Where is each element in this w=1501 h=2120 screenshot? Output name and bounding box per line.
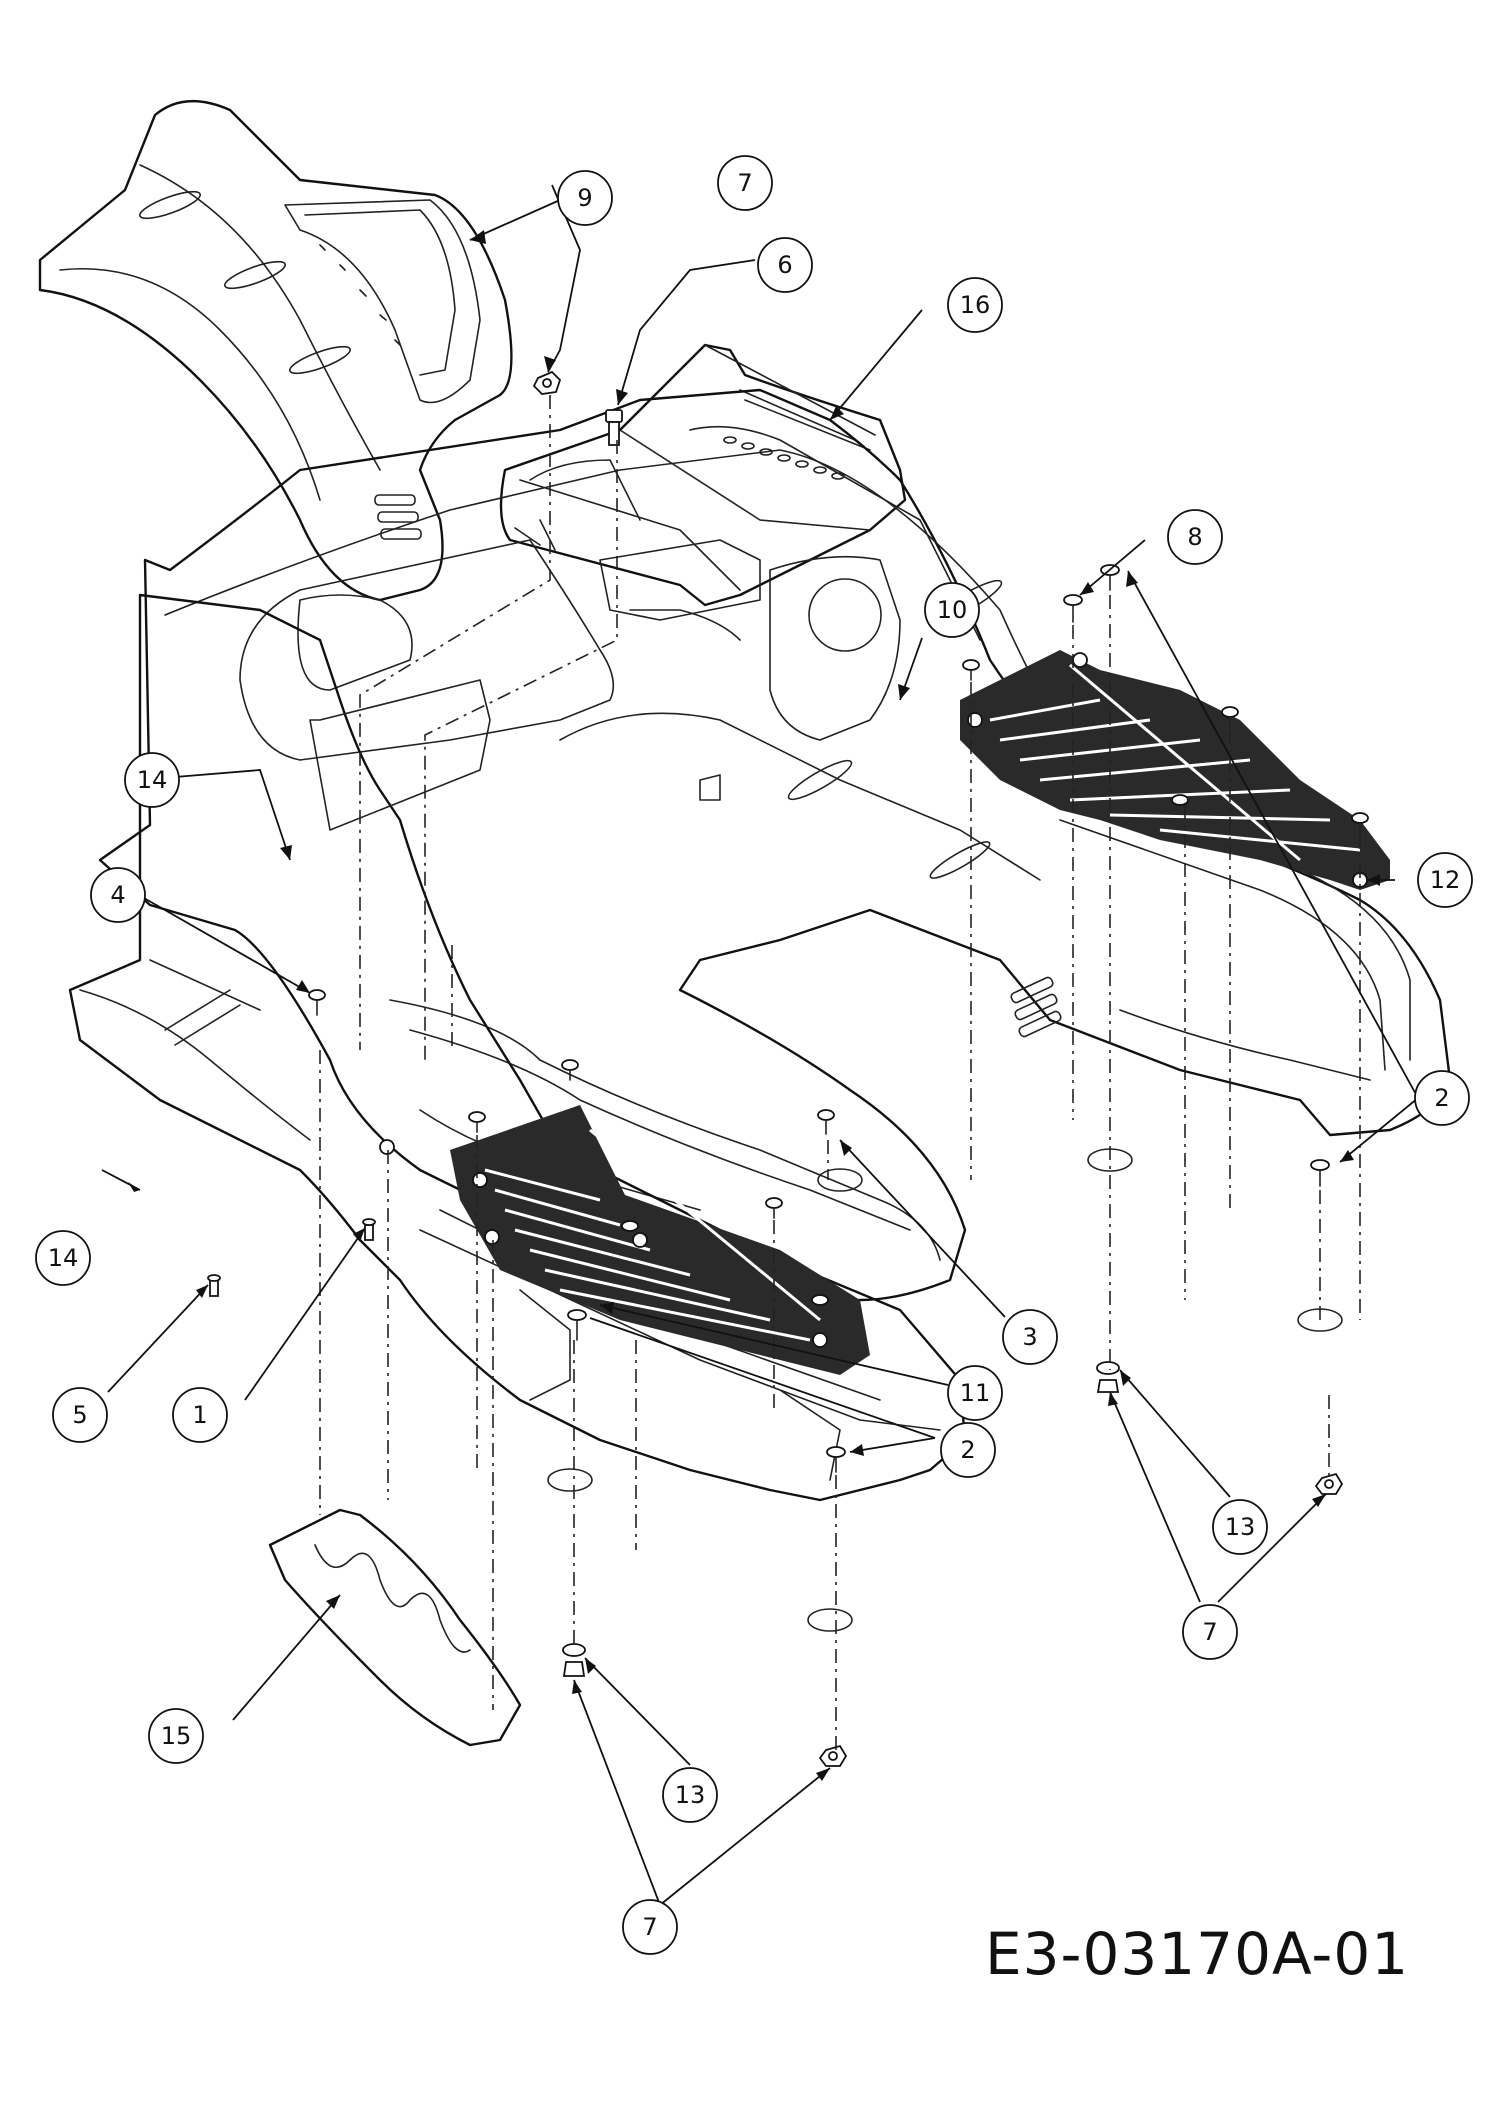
callout-15: 15 [148,1708,204,1764]
screw-mat-r4 [1351,812,1369,834]
svg-text:7: 7 [737,169,752,197]
center-rubber-mat-part [450,1105,870,1375]
svg-text:6: 6 [777,251,792,279]
screw-mat-r3 [1171,794,1189,806]
assembly-center-lines [319,395,1361,1750]
callout-14-top: 14 [124,752,180,808]
screw-mat-c2 [561,1059,579,1081]
callout-2-center: 2 [940,1422,996,1478]
svg-text:5: 5 [72,1401,87,1429]
svg-text:13: 13 [1225,1513,1256,1541]
screw-mat-c3 [765,1197,783,1219]
washer-13-left [562,1643,586,1677]
callout-2-right: 2 [1414,1070,1470,1126]
svg-text:16: 16 [960,291,991,319]
callout-5: 5 [52,1387,108,1443]
svg-text:2: 2 [960,1436,975,1464]
fender-cover-part [38,100,513,602]
nut-7-left [818,1744,848,1767]
screw-8 [1063,594,1083,623]
callout-3: 3 [1002,1309,1058,1365]
callout-8: 8 [1167,509,1223,565]
pin-1 [362,1218,376,1241]
svg-text:15: 15 [161,1722,192,1750]
svg-text:12: 12 [1430,866,1461,894]
callout-1: 1 [172,1387,228,1443]
callout-9: 9 [557,170,613,226]
pin-5 [207,1274,221,1297]
svg-text:14: 14 [137,766,168,794]
callout-7-right: 7 [1182,1604,1238,1660]
screw-2-c [826,1446,846,1473]
hardware-set [207,370,1369,1767]
svg-text:7: 7 [642,1913,657,1941]
callout-12: 12 [1417,852,1473,908]
svg-text:2: 2 [1434,1084,1449,1112]
grommet-right [484,1229,500,1245]
nut-7-top [532,370,562,395]
screw-mat-c4 [621,1220,639,1232]
screw-3 [817,1109,835,1135]
screw-mat-r1 [962,659,980,681]
callout-4: 4 [90,867,146,923]
callout-11: 11 [947,1365,1003,1421]
bolt-6 [605,409,623,446]
screw-2-b [1310,1159,1330,1187]
screw-mat-r2 [1221,706,1239,728]
nut-7-right [1314,1472,1344,1495]
callout-6: 6 [757,237,813,293]
right-rubber-mat-part [960,650,1390,890]
svg-text:10: 10 [937,596,968,624]
slot-row [723,436,845,480]
callout-16: 16 [947,277,1003,333]
svg-text:3: 3 [1022,1323,1037,1351]
svg-text:1: 1 [192,1401,207,1429]
svg-text:13: 13 [675,1781,706,1809]
screw-2-d [567,1309,587,1341]
callout-13-left: 13 [662,1767,718,1823]
callout-7-top: 7 [717,155,773,211]
svg-text:14: 14 [48,1244,79,1272]
drawing-code-label: E3-03170A-01 [985,1920,1410,1988]
callout-bubbles: 7 6 9 16 8 10 12 14 4 2 14 3 11 5 1 2 13… [35,155,1473,1955]
screw-mat-c1 [468,1111,486,1133]
screw-4 [308,989,326,1016]
callout-7-left: 7 [622,1899,678,1955]
leader-lines [101,184,1419,1906]
callout-13-right: 13 [1212,1499,1268,1555]
svg-text:9: 9 [577,184,592,212]
svg-text:11: 11 [960,1379,991,1407]
svg-text:8: 8 [1187,523,1202,551]
grommet-left [379,1139,395,1155]
heat-shield-plate-part [268,1508,522,1747]
washer-13-right [1096,1361,1120,1393]
callout-10: 10 [924,582,980,638]
main-body-part [98,388,1452,1632]
callout-14-left: 14 [35,1230,91,1286]
svg-text:7: 7 [1202,1618,1217,1646]
svg-text:4: 4 [110,881,125,909]
screw-mat-c5 [811,1294,829,1306]
seat-bracket-part [499,343,907,607]
